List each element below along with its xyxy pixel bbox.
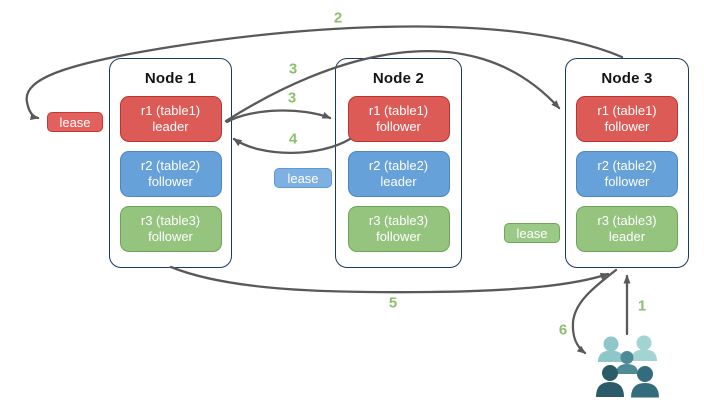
- replica-name: r3 (table3): [597, 212, 657, 228]
- users-icon: [596, 335, 659, 398]
- replica-role: follower: [604, 174, 650, 189]
- node-3-replica-r3: r3 (table3) leader: [576, 206, 678, 252]
- node-1-replica-r2: r2 (table2) follower: [119, 151, 222, 197]
- node-1-box: Node 1 r1 (table1) leader r2 (table2) fo…: [109, 58, 232, 268]
- replica-role: leader: [608, 229, 646, 244]
- replica-name: r3 (table3): [368, 212, 429, 228]
- replica-role: follower: [148, 174, 193, 189]
- node-2-replica-r1: r1 (table1) follower: [347, 96, 450, 142]
- lease-badge-table2: lease: [274, 168, 332, 188]
- arrow-step-5-node1-to-node3: [169, 265, 610, 294]
- replica-name: r2 (table2): [140, 157, 201, 173]
- lease-badge-table3: lease: [504, 223, 560, 243]
- node-3-replica-r2: r2 (table2) follower: [576, 151, 678, 197]
- replica-name: r1 (table1): [368, 102, 429, 118]
- replica-name: r1 (table1): [597, 102, 657, 118]
- replica-role: follower: [376, 229, 421, 244]
- node-3-title: Node 3: [601, 70, 653, 87]
- node-3-replica-r1: r1 (table1) follower: [576, 96, 678, 142]
- replica-role: follower: [604, 119, 650, 134]
- lease-badge-table1: lease: [47, 112, 103, 132]
- node-2-box: Node 2 r1 (table1) follower r2 (table2) …: [335, 58, 462, 268]
- step-label-6: 6: [558, 321, 568, 339]
- arrow-step-6-node3-to-users: [571, 268, 618, 355]
- replica-role: leader: [152, 119, 189, 134]
- arrow-step-3-leader-to-node2: [225, 109, 332, 124]
- node-3-box: Node 3 r1 (table1) follower r2 (table2) …: [565, 58, 689, 268]
- replica-name: r1 (table1): [140, 102, 201, 118]
- step-label-4: 4: [288, 130, 298, 148]
- replica-role: follower: [148, 229, 193, 244]
- node-1-replica-r1: r1 (table1) leader: [119, 96, 222, 142]
- step-label-2: 2: [333, 9, 343, 27]
- step-label-3b: 3: [287, 89, 297, 107]
- replica-role: leader: [380, 174, 417, 189]
- node-2-title: Node 2: [372, 70, 425, 87]
- replica-name: r2 (table2): [368, 157, 429, 173]
- replica-role: follower: [376, 119, 421, 134]
- node-2-replica-r3: r3 (table3) follower: [347, 206, 450, 252]
- node-1-title: Node 1: [144, 70, 197, 87]
- node-2-replica-r2: r2 (table2) leader: [347, 151, 450, 197]
- replica-name: r2 (table2): [597, 157, 657, 173]
- node-1-replica-r3: r3 (table3) follower: [119, 206, 222, 252]
- step-label-3a: 3: [288, 60, 298, 78]
- step-label-1: 1: [637, 297, 647, 315]
- replica-name: r3 (table3): [140, 212, 201, 228]
- step-label-5: 5: [388, 294, 398, 312]
